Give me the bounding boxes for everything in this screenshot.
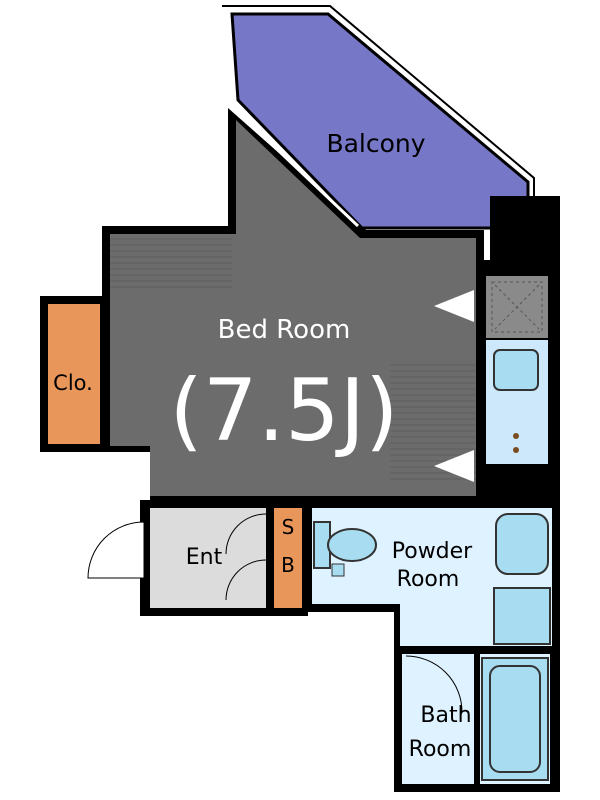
entrance-floor [150,508,266,608]
bathtub-inner [489,665,541,773]
structural-pillar [490,196,560,266]
balcony-rail [222,5,535,200]
balcony-label: Balcony [326,129,425,158]
balcony-window [242,116,360,228]
powder-room-label-line2: Room [397,567,460,592]
powder-room-label-line1: Powder [392,539,473,564]
shoe-box-label-s: S [282,515,295,539]
bedroom: Bed Room (7.5J) [102,108,484,500]
inner-door-swing [225,513,267,555]
entrance-door-swing [87,521,145,579]
entrance: Ent [87,500,272,616]
closet-floor [48,304,100,444]
entrance-label: Ent [186,545,223,570]
balcony: Balcony [222,5,535,230]
washing-machine-pan [493,587,551,645]
inner-door-swing-2 [225,559,267,601]
arrow-marker-top [434,290,474,322]
vanity-basin [495,513,549,575]
stove-burner-1 [513,433,519,439]
bath-room-label-line2: Room [409,737,472,762]
bath-divider [474,654,480,784]
shoe-box-label-b: B [281,553,295,577]
bath-door-swing [405,655,463,713]
toilet-paper [331,563,345,577]
toilet-bowl [327,528,377,562]
bedroom-hatching-right [390,360,476,480]
closet: Clo. [40,296,110,452]
bedroom-hatching [110,238,232,290]
kitchen-cabinet-inner [491,281,543,333]
bath-room-label-line1: Bath [420,703,471,728]
bedroom-size-label: (7.5J) [169,361,398,461]
stove-burner-2 [513,447,519,453]
wet-area: Powder Room Bath Room [304,500,560,792]
kitchen-sink [493,349,539,391]
arrow-marker-bottom [434,450,474,482]
cabinet-cross-b [494,284,540,330]
bedroom-label: Bed Room [218,315,351,345]
closet-label: Clo. [53,371,93,395]
kitchen [480,196,560,500]
shoe-box-fill [274,508,302,608]
bedroom-floor [110,120,476,496]
shoe-box: S B [268,500,308,616]
